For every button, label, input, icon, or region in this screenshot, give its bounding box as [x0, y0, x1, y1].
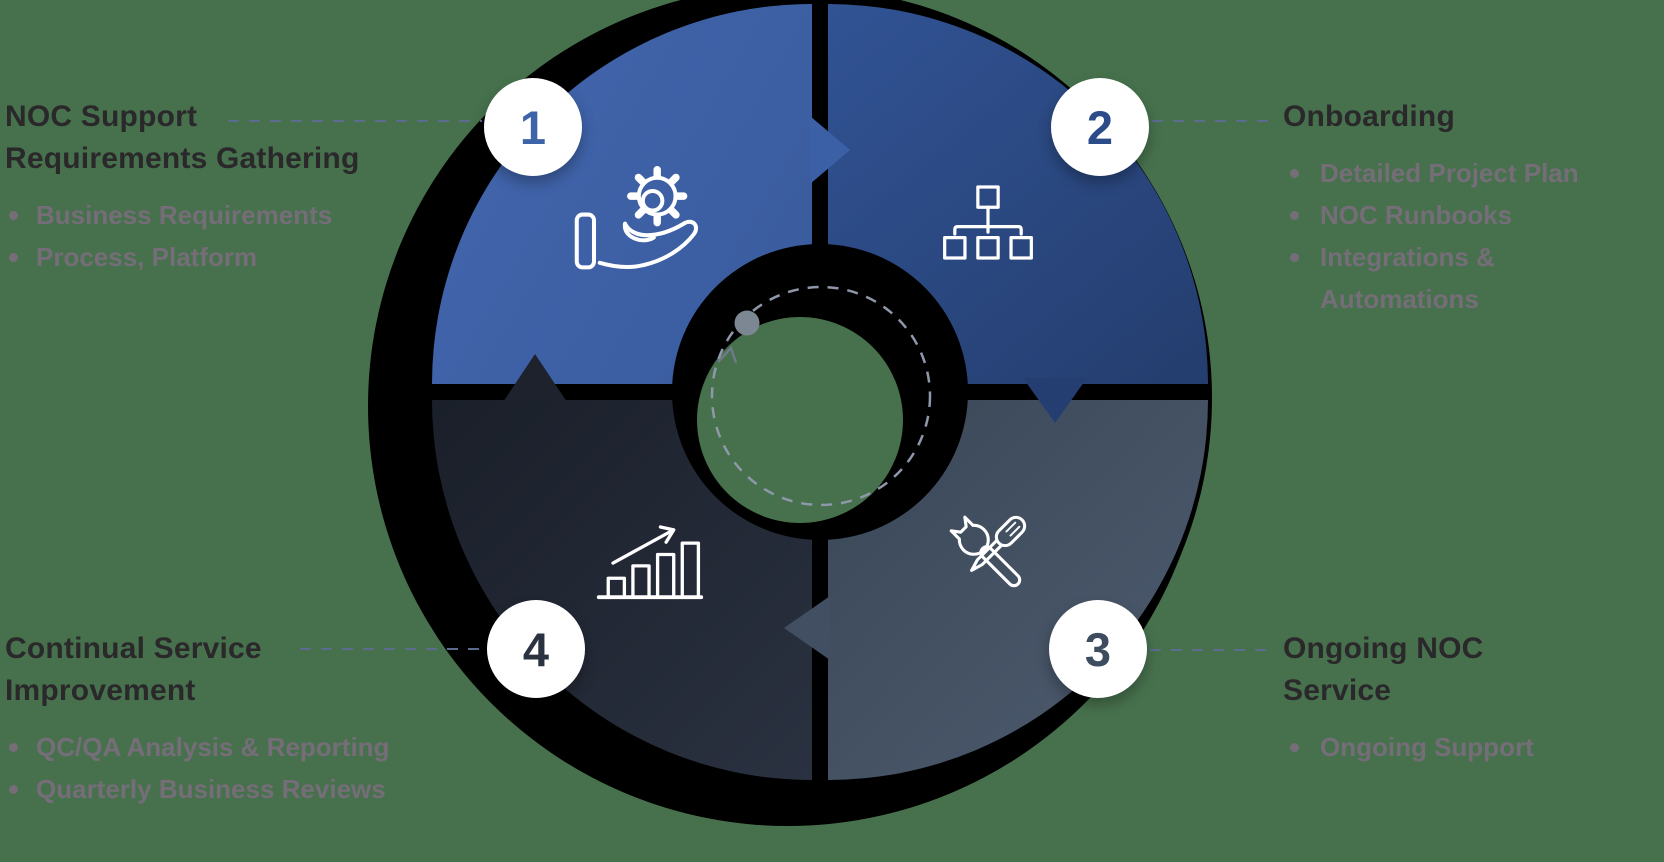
- step-3-title: Ongoing NOC Service: [1283, 628, 1613, 712]
- step-4-title-line: Improvement: [5, 674, 196, 707]
- step-badge-3: 3: [1049, 600, 1147, 698]
- step-1-title-line: NOC Support: [5, 100, 198, 133]
- orbit-arrowhead: [717, 345, 738, 364]
- arrow-step4-to-step1: [503, 354, 567, 402]
- step-4-title: Continual Service Improvement: [5, 628, 435, 712]
- step-badge-1: 1: [484, 78, 582, 176]
- step-1-panel: NOC Support Requirements Gathering Busin…: [5, 96, 435, 278]
- connector-step4: [300, 648, 486, 650]
- step-badge-2: 2: [1051, 78, 1149, 176]
- bullet-item: NOC Runbooks: [1283, 194, 1603, 236]
- step-4-panel: Continual Service Improvement QC/QA Anal…: [5, 628, 435, 810]
- step-number-1: 1: [519, 100, 547, 154]
- step-2-title-line: Onboarding: [1283, 100, 1455, 133]
- orbit-marker-dot: [734, 310, 760, 336]
- bullet-dot: [1290, 743, 1299, 752]
- step-4-title-line: Continual Service: [5, 632, 262, 665]
- bullet-dot: [9, 743, 18, 752]
- step-4-bullet-list: QC/QA Analysis & Reporting Quarterly Bus…: [5, 726, 435, 810]
- connector-step3: [1150, 649, 1274, 651]
- step-badge-4: 4: [487, 600, 585, 698]
- arrow-step2-to-step3: [1023, 378, 1087, 423]
- step-3-panel: Ongoing NOC Service Ongoing Support: [1283, 628, 1613, 768]
- bullet-item: Detailed Project Plan: [1283, 152, 1603, 194]
- step-1-bullet-list: Business Requirements Process, Platform: [5, 194, 435, 278]
- bullet-dot: [9, 785, 18, 794]
- dashed-orbit-circle: [710, 285, 932, 507]
- bullet-item: Integrations & Automations: [1283, 236, 1603, 320]
- step-2-panel: Onboarding Detailed Project Plan NOC Run…: [1283, 96, 1603, 320]
- bullet-item: Process, Platform: [5, 236, 435, 278]
- step-number-2: 2: [1086, 100, 1114, 154]
- bullet-dot: [1290, 169, 1299, 178]
- step-2-title: Onboarding: [1283, 96, 1603, 138]
- bullet-dot: [1290, 253, 1299, 262]
- hand-gear-icon: [572, 164, 724, 272]
- step-2-bullet-list: Detailed Project Plan NOC Runbooks Integ…: [1283, 152, 1603, 320]
- step-1-title-line: Requirements Gathering: [5, 142, 360, 175]
- process-wheel: 1 2 3 4: [432, 4, 1208, 780]
- step-3-title-line: Ongoing NOC: [1283, 632, 1484, 665]
- bullet-dot: [1290, 211, 1299, 220]
- hub-hole: [697, 317, 903, 523]
- growth-chart-icon: [594, 508, 706, 601]
- bullet-item: Business Requirements: [5, 194, 435, 236]
- tools-icon: [934, 500, 1042, 608]
- step-3-title-line: Service: [1283, 674, 1392, 707]
- org-chart-icon: [929, 184, 1047, 260]
- arrow-step3-to-step4: [784, 596, 830, 660]
- connector-step2: [1152, 120, 1274, 122]
- wheel-overlay: [503, 116, 1087, 660]
- step-number-4: 4: [522, 622, 550, 676]
- step-3-bullet-list: Ongoing Support: [1283, 726, 1613, 768]
- connector-step1: [228, 120, 482, 122]
- step-1-title: NOC Support Requirements Gathering: [5, 96, 435, 180]
- bullet-dot: [9, 211, 18, 220]
- arrow-step1-to-step2: [810, 116, 850, 184]
- bullet-item: Ongoing Support: [1283, 726, 1613, 768]
- bullet-item: Quarterly Business Reviews: [5, 768, 435, 810]
- bullet-dot: [9, 253, 18, 262]
- bullet-item: QC/QA Analysis & Reporting: [5, 726, 435, 768]
- step-number-3: 3: [1084, 622, 1112, 676]
